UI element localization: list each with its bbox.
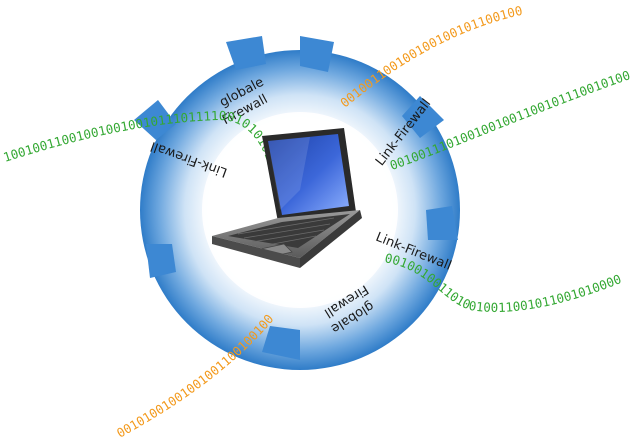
ring-tab: [402, 96, 444, 138]
ring-tab: [262, 326, 300, 360]
ring-tab: [134, 100, 176, 140]
ring-tab: [226, 36, 266, 70]
laptop-icon: [212, 128, 362, 268]
ring-tab: [300, 36, 334, 72]
ring-tab: [146, 244, 176, 278]
ring-tabs: [134, 36, 458, 360]
ring-tab: [426, 206, 458, 240]
